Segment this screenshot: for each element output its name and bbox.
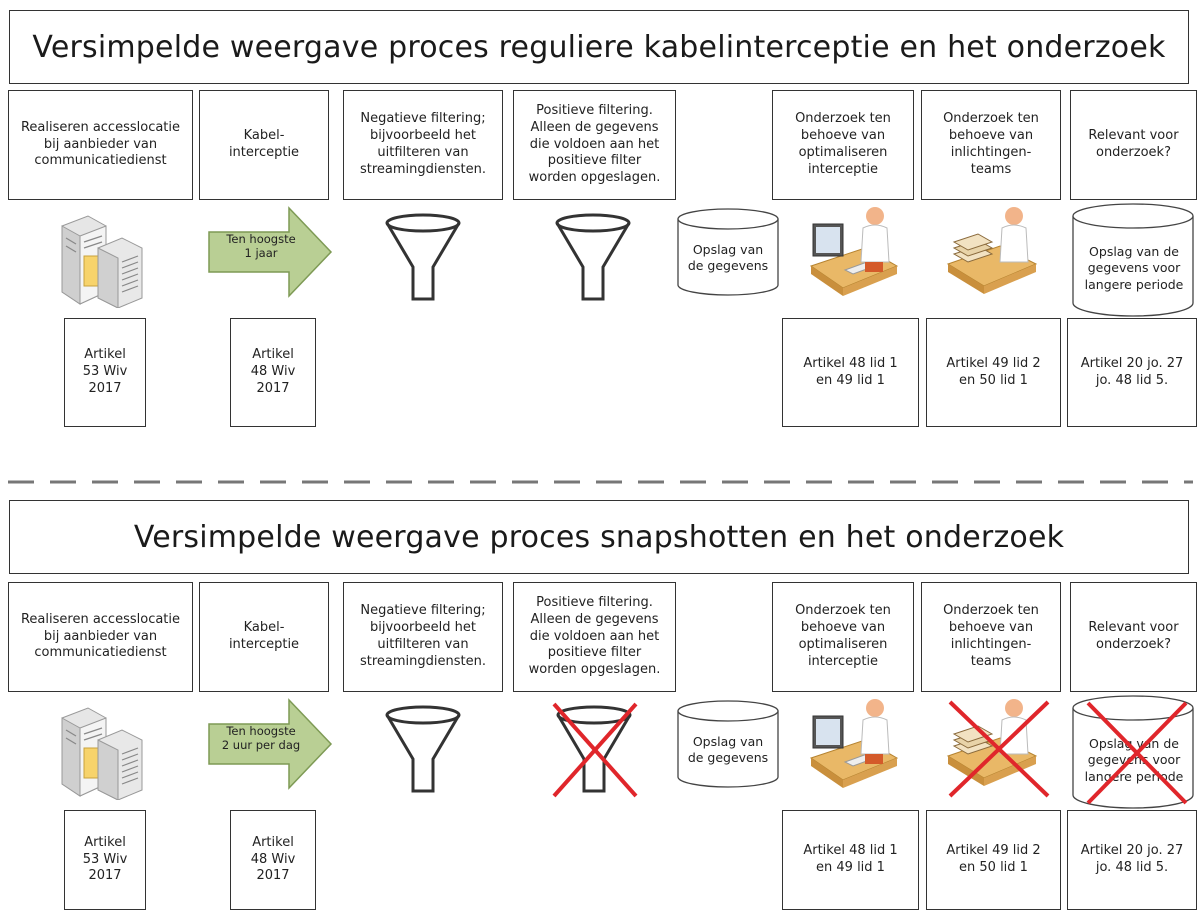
storage-label: Opslag van de gegevens bbox=[687, 242, 769, 274]
arrow-duration-label: Ten hoogste 1 jaar bbox=[226, 232, 296, 261]
article-box: Artikel 49 lid 2 en 50 lid 1 bbox=[926, 810, 1061, 910]
step-access-location: Realiseren accesslocatie bij aanbieder v… bbox=[8, 582, 193, 692]
step-relevant-for-research: Relevant voor onderzoek? bbox=[1070, 90, 1197, 200]
cross-icon bbox=[1086, 701, 1188, 805]
storage-label: Opslag van de gegevens bbox=[687, 734, 769, 766]
article-box: Artikel 20 jo. 27 jo. 48 lid 5. bbox=[1067, 810, 1197, 910]
step-access-location: Realiseren accesslocatie bij aanbieder v… bbox=[8, 90, 193, 200]
arrow-duration-label: Ten hoogste 2 uur per dag bbox=[221, 724, 301, 753]
step-research-intel-teams: Onderzoek ten behoeve van inlichtingen- … bbox=[921, 582, 1061, 692]
analyst-at-desk-icon bbox=[809, 699, 899, 788]
servers-icon bbox=[61, 707, 143, 800]
step-research-optimisation: Onderzoek ten behoeve van optimaliseren … bbox=[772, 582, 914, 692]
top-title: Versimpelde weergave proces reguliere ka… bbox=[9, 10, 1189, 84]
servers-icon bbox=[61, 215, 143, 308]
funnel-icon bbox=[385, 213, 461, 301]
arrow-shape bbox=[208, 206, 333, 298]
step-cable-interception: Kabel- interceptie bbox=[199, 90, 329, 200]
long-storage-label: Opslag van de gegevens voor langere peri… bbox=[1084, 244, 1184, 292]
step-cable-interception: Kabel- interceptie bbox=[199, 582, 329, 692]
step-relevant-for-research: Relevant voor onderzoek? bbox=[1070, 582, 1197, 692]
article-box: Artikel 20 jo. 27 jo. 48 lid 5. bbox=[1067, 318, 1197, 427]
article-box: Artikel 53 Wiv 2017 bbox=[64, 318, 146, 427]
funnel-icon bbox=[555, 213, 631, 301]
crossed-analyst-with-papers-icon bbox=[946, 699, 1050, 798]
arrow-shape bbox=[208, 698, 333, 790]
article-box: Artikel 48 Wiv 2017 bbox=[230, 810, 316, 910]
step-research-optimisation: Onderzoek ten behoeve van optimaliseren … bbox=[772, 90, 914, 200]
long-term-storage-cylinder-icon bbox=[1072, 203, 1194, 317]
step-research-intel-teams: Onderzoek ten behoeve van inlichtingen- … bbox=[921, 90, 1061, 200]
storage-cylinder-icon bbox=[677, 208, 779, 296]
bottom-title: Versimpelde weergave proces snapshotten … bbox=[9, 500, 1189, 574]
step-positive-filtering: Positieve filtering. Alleen de gegevens … bbox=[513, 582, 676, 692]
article-box: Artikel 48 lid 1 en 49 lid 1 bbox=[782, 810, 919, 910]
article-box: Artikel 49 lid 2 en 50 lid 1 bbox=[926, 318, 1061, 427]
storage-cylinder-icon bbox=[677, 700, 779, 788]
article-box: Artikel 53 Wiv 2017 bbox=[64, 810, 146, 910]
funnel-icon bbox=[385, 705, 461, 793]
crossed-funnel-icon bbox=[552, 702, 638, 798]
step-positive-filtering: Positieve filtering. Alleen de gegevens … bbox=[513, 90, 676, 200]
article-box: Artikel 48 Wiv 2017 bbox=[230, 318, 316, 427]
section-divider bbox=[8, 480, 1193, 484]
step-negative-filtering: Negatieve filtering; bijvoorbeeld het ui… bbox=[343, 90, 503, 200]
article-box: Artikel 48 lid 1 en 49 lid 1 bbox=[782, 318, 919, 427]
analyst-at-desk-icon bbox=[809, 207, 899, 296]
analyst-with-papers-icon bbox=[946, 207, 1038, 294]
step-negative-filtering: Negatieve filtering; bijvoorbeeld het ui… bbox=[343, 582, 503, 692]
